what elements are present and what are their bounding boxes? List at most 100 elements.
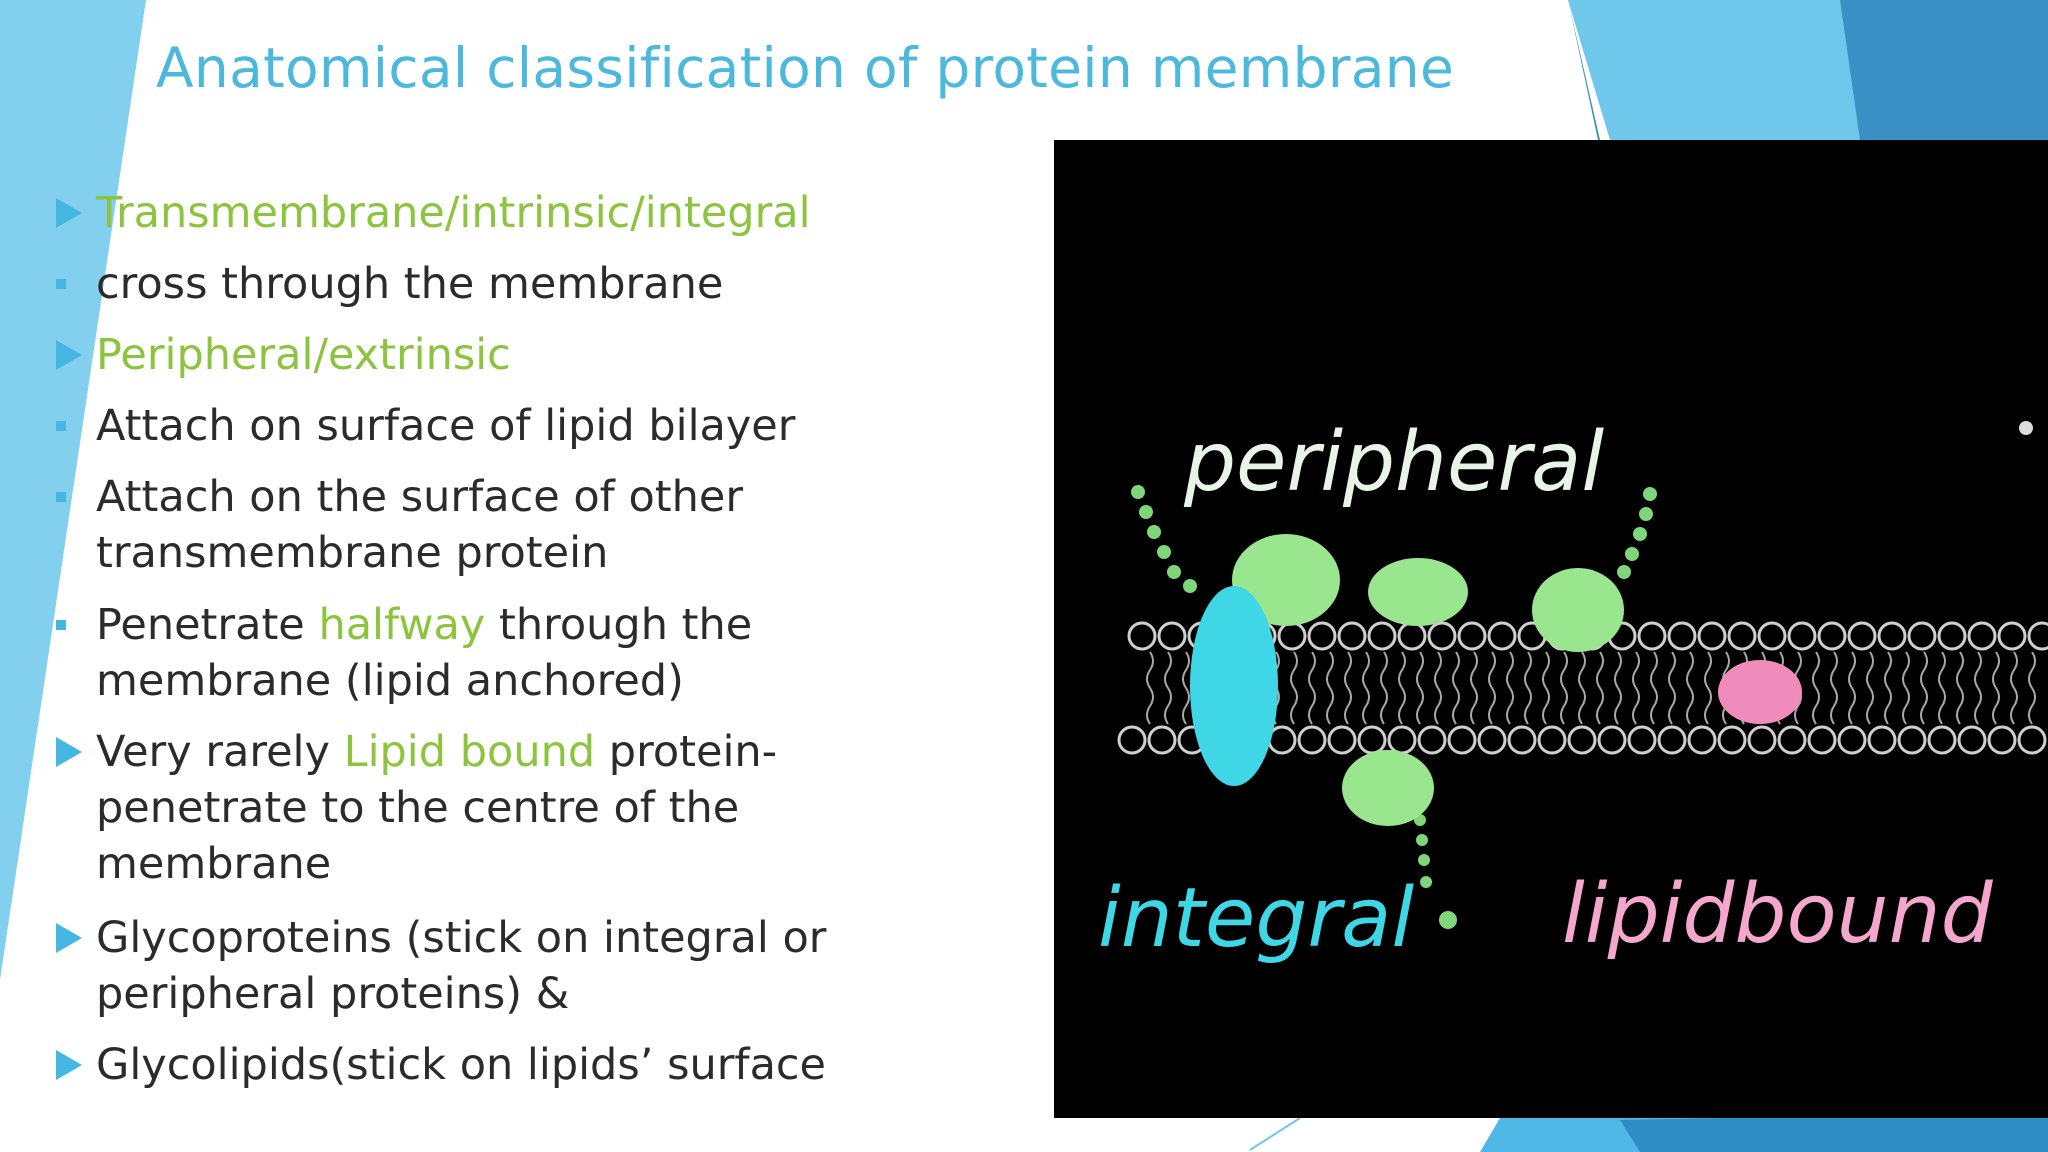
bullet-triangle-icon	[56, 737, 82, 767]
bullet-line: Attach on the surface of other	[96, 469, 743, 525]
lipid-head	[1637, 621, 1667, 651]
lipid-head	[1757, 621, 1787, 651]
lipid-head	[1907, 621, 1937, 651]
lipid-head	[1337, 621, 1367, 651]
lipid-tail	[1344, 651, 1352, 725]
bullet-line: membrane	[96, 836, 331, 892]
bullet-text: protein-	[595, 727, 778, 777]
bullet-line: penetrate to the centre of the	[96, 780, 739, 836]
lipid-head	[1807, 725, 1837, 755]
bullet-text: penetrate to the centre of the	[96, 783, 740, 833]
lipid-tail	[1830, 651, 1838, 725]
lipid-tail	[1650, 651, 1658, 725]
lipid-tail	[1866, 651, 1874, 725]
highlighted-term: halfway	[318, 600, 486, 650]
lipid-tail	[1974, 651, 1982, 725]
lipid-head	[1877, 621, 1907, 651]
lipid-head	[1507, 725, 1537, 755]
lipid-tail	[1704, 651, 1712, 725]
lipid-head	[1387, 725, 1417, 755]
lipid-head	[1277, 621, 1307, 651]
lipid-tail	[1308, 651, 1316, 725]
lipid-head	[1117, 725, 1147, 755]
lipid-head	[1537, 725, 1567, 755]
lipid-head	[1487, 621, 1517, 651]
lipid-head	[1867, 725, 1897, 755]
lipid-tail	[1488, 651, 1496, 725]
top-right-accent-line	[1568, 0, 1600, 140]
bullet-line: transmembrane protein	[96, 525, 608, 581]
bullet-square-icon	[56, 279, 66, 289]
lipid-head	[1427, 621, 1457, 651]
bullet-triangle-icon	[56, 198, 82, 228]
lipid-tail	[1686, 651, 1694, 725]
bullet-text: cross through the membrane	[96, 259, 724, 309]
lipid-head	[1837, 725, 1867, 755]
bullet-square-icon	[56, 492, 66, 502]
top-right-accent-dark	[1840, 0, 2048, 140]
lipid-tail	[1938, 651, 1946, 725]
stray-dot	[2019, 421, 2033, 435]
bullet-text: peripheral proteins) &	[96, 969, 570, 1019]
bullet-text: membrane	[96, 839, 332, 889]
bullet-text: Penetrate	[96, 600, 319, 650]
bullet-line: Glycoproteins (stick on integral or	[96, 910, 826, 966]
bottom-right-accent-dark	[1620, 1112, 2048, 1152]
lipid-tail	[1902, 651, 1910, 725]
integral-protein	[1190, 586, 1278, 786]
peripheral-protein-1	[1232, 534, 1340, 626]
lipid-head	[1847, 621, 1877, 651]
bullet-square-icon	[56, 620, 66, 630]
lipid-head	[1157, 621, 1187, 651]
bullet-line: cross through the membrane	[96, 256, 723, 312]
lipid-head	[1567, 725, 1597, 755]
membrane-diagram: peripheral integral lipidbound	[1054, 140, 2048, 1118]
lipid-head	[1597, 725, 1627, 755]
lipid-tail	[1398, 651, 1406, 725]
lipid-tail	[2010, 651, 2018, 725]
bullet-text: Glycoproteins (stick on integral or	[96, 913, 827, 963]
lipid-head	[1457, 621, 1487, 651]
peripheral-protein-2	[1368, 558, 1468, 626]
lipid-tail	[1560, 651, 1568, 725]
lipid-tail	[1848, 651, 1856, 725]
bullet-line: membrane (lipid anchored)	[96, 653, 684, 709]
lipid-head	[1817, 621, 1847, 651]
bullet-line: Penetrate halfway through the	[96, 597, 752, 653]
lipid-tail	[1614, 651, 1622, 725]
peripheral-protein-4	[1342, 750, 1434, 826]
lipid-head	[1937, 621, 1967, 651]
lipid-head	[1897, 725, 1927, 755]
label-integral: integral	[1098, 871, 1414, 966]
lipid-tail	[1884, 651, 1892, 725]
lipid-tail	[1470, 651, 1478, 725]
bullet-text: through the	[485, 600, 753, 650]
lipid-head	[2027, 621, 2048, 651]
bullet-line: Very rarely Lipid bound protein-	[96, 724, 777, 780]
bullet-triangle-icon	[56, 923, 82, 953]
lipid-tail	[1578, 651, 1586, 725]
lipid-head	[1367, 621, 1397, 651]
lipid-head	[1957, 725, 1987, 755]
highlighted-term: Peripheral/extrinsic	[96, 330, 511, 380]
lipid-tail	[1632, 651, 1640, 725]
lipid-head	[2017, 725, 2047, 755]
lipid-head	[1417, 725, 1447, 755]
slide-title: Anatomical classification of protein mem…	[156, 36, 1455, 100]
lipid-tail	[1182, 651, 1190, 725]
bullet-text: transmembrane protein	[96, 528, 609, 578]
lipid-tail	[1164, 651, 1172, 725]
lipid-tail	[1326, 651, 1334, 725]
bullet-line: Attach on surface of lipid bilayer	[96, 398, 795, 454]
bullet-line: peripheral proteins) &	[96, 966, 569, 1022]
bullet-square-icon	[56, 421, 66, 431]
bullet-text: Attach on surface of lipid bilayer	[96, 401, 796, 451]
lipid-head	[1147, 725, 1177, 755]
lipid-tail	[1146, 651, 1154, 725]
lipid-tail	[2028, 651, 2036, 725]
lipid-tail	[1992, 651, 2000, 725]
lipid-head	[1687, 725, 1717, 755]
highlighted-term: Transmembrane/intrinsic/integral	[96, 188, 811, 238]
lipid-head	[1477, 725, 1507, 755]
